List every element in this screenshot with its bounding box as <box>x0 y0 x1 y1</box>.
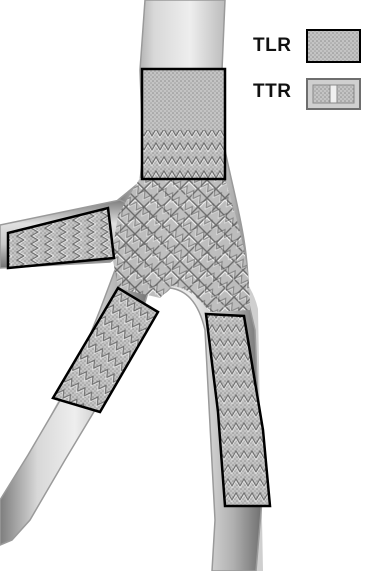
legend-label-tlr: TLR <box>253 35 291 57</box>
legend-label-ttr: TTR <box>253 81 291 103</box>
legend-swatch-ttr <box>307 79 360 109</box>
tlr-region-main-upper <box>142 69 225 179</box>
legend-swatch-tlr <box>307 30 360 62</box>
